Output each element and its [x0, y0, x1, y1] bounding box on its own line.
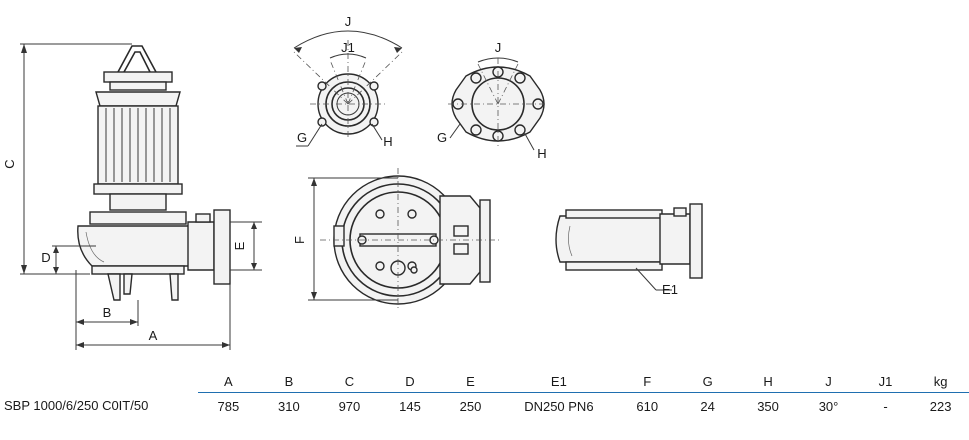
header-e1: E1: [500, 370, 617, 393]
dimension-e: E: [230, 221, 262, 271]
table-row: SBP 1000/6/250 C0IT/50 785 310 970 145 2…: [0, 393, 969, 420]
header-j1: J1: [858, 370, 913, 393]
cell-model: SBP 1000/6/250 C0IT/50: [4, 398, 149, 414]
header-h: H: [737, 370, 799, 393]
header-e: E: [440, 370, 501, 393]
cell-b: 310: [278, 398, 300, 414]
header-f: F: [616, 370, 678, 393]
label-e1: E1: [662, 282, 678, 297]
label-c: C: [2, 159, 17, 168]
dimension-b: B: [75, 270, 139, 350]
table-header-row: A B C D E E1 F G H J J1 kg: [0, 370, 969, 393]
label-e: E: [232, 241, 247, 250]
header-model-blank: [0, 370, 198, 393]
label-j-view2: J: [495, 40, 502, 55]
pump-plan-view: [320, 168, 500, 310]
label-a: A: [149, 328, 158, 343]
header-a: A: [198, 370, 259, 393]
technical-drawing: C D B A E: [2, 14, 703, 350]
label-g-view1: G: [297, 130, 307, 145]
cell-j: 30°: [818, 398, 839, 414]
header-kg: kg: [912, 370, 969, 393]
header-j: J: [798, 370, 859, 393]
pump-end-view: E1: [555, 203, 703, 297]
label-g-view2: G: [437, 130, 447, 145]
cell-c: 970: [338, 398, 361, 414]
cell-g: 24: [700, 398, 715, 414]
dimension-d: D: [41, 245, 96, 274]
header-b: B: [258, 370, 320, 393]
label-j-view1: J: [345, 14, 352, 29]
flange-view-j: J G H: [437, 40, 548, 161]
dimension-f: F: [292, 177, 398, 301]
label-b: B: [103, 305, 112, 320]
specification-table: A B C D E E1 F G H J J1 kg SBP 1000/6/25…: [0, 370, 969, 419]
cell-a: 785: [217, 398, 240, 414]
label-h-view1: H: [383, 134, 392, 149]
label-h-view2: H: [537, 146, 546, 161]
cell-e1: DN250 PN6: [524, 398, 594, 414]
cell-e: 250: [459, 398, 482, 414]
label-d: D: [41, 250, 50, 265]
label-f: F: [292, 236, 307, 244]
dimension-c: C: [2, 43, 132, 275]
flange-view-j1: J J1 G H: [293, 14, 403, 149]
cell-h: 350: [757, 398, 779, 414]
cell-j1: -: [883, 398, 888, 414]
label-j1: J1: [341, 40, 355, 55]
cell-f: 610: [636, 398, 659, 414]
dimension-a: A: [76, 284, 231, 350]
header-d: D: [379, 370, 441, 393]
cell-d: 145: [399, 398, 421, 414]
header-g: G: [677, 370, 738, 393]
cell-kg: 223: [929, 398, 952, 414]
pump-side-view: [77, 45, 231, 301]
header-c: C: [319, 370, 380, 393]
